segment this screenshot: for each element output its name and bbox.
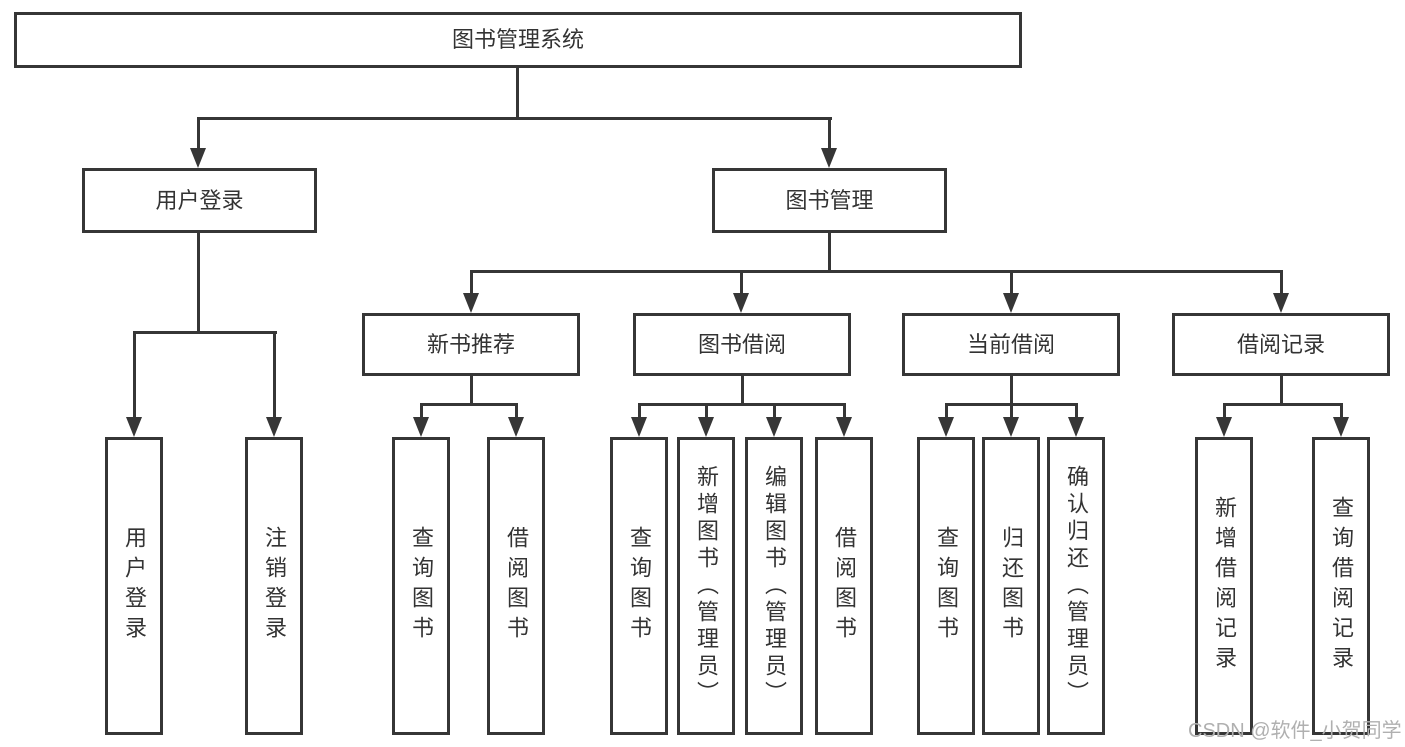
arrowhead-to-borrowing: [733, 293, 749, 313]
connector-newbooks-drop: [470, 376, 473, 403]
arrowhead-to-current: [1003, 293, 1019, 313]
connector-to-user-login: [197, 117, 200, 148]
node-borrowing-records: 借阅记录: [1172, 313, 1390, 376]
csdn-watermark: CSDN @软件_小贺同学: [1188, 720, 1402, 742]
connector-current-leaf3: [1075, 403, 1078, 417]
connector-root-drop: [516, 68, 519, 117]
connector-bookmgmt-split: [470, 270, 1283, 273]
leaf-add-books-admin-label: 新增图书（管理员）: [694, 464, 719, 708]
node-current-borrowing-label: 当前借阅: [966, 331, 1055, 357]
leaf-query-books-2: 查询图书: [610, 437, 668, 735]
connector-current-drop: [1010, 376, 1013, 403]
leaf-logout-label: 注销登录: [262, 526, 287, 646]
leaf-return-books-label: 归还图书: [999, 526, 1024, 646]
leaf-borrow-books-2: 借阅图书: [815, 437, 873, 735]
connector-newbooks-split: [420, 403, 518, 406]
arrowhead-to-user-login: [190, 148, 206, 168]
leaf-query-books-1-label: 查询图书: [409, 526, 434, 646]
connector-bookmgmt-drop: [828, 232, 831, 270]
arrowhead-current-leaf2: [1003, 417, 1019, 437]
leaf-borrow-books-2-label: 借阅图书: [832, 526, 857, 646]
leaf-user-login-label: 用户登录: [122, 526, 147, 646]
arrowhead-newbooks-leaf1: [413, 417, 429, 437]
leaf-add-borrow-record-label: 新增借阅记录: [1212, 496, 1237, 676]
arrowhead-newbooks-leaf2: [508, 417, 524, 437]
node-book-management-label: 图书管理: [785, 187, 874, 213]
leaf-confirm-return-admin-label: 确认归还（管理员）: [1064, 464, 1089, 708]
node-root-label: 图书管理系统: [451, 27, 584, 52]
connector-to-leaf-logout: [273, 331, 276, 417]
leaf-query-borrow-record-label: 查询借阅记录: [1329, 496, 1354, 676]
leaf-add-books-admin: 新增图书（管理员）: [677, 437, 735, 735]
connector-borrowing-leaf2: [705, 403, 708, 417]
connector-to-current: [1010, 270, 1013, 293]
connector-userlogin-split: [133, 331, 277, 334]
connector-records-split: [1223, 403, 1343, 406]
leaf-query-books-3: 查询图书: [917, 437, 975, 735]
connector-borrowing-drop: [741, 376, 744, 403]
leaf-query-books-1: 查询图书: [392, 437, 450, 735]
node-new-book-recommend-label: 新书推荐: [426, 331, 515, 357]
connector-borrowing-leaf4: [843, 403, 846, 417]
leaf-query-books-2-label: 查询图书: [627, 526, 652, 646]
connector-records-leaf1: [1223, 403, 1226, 417]
arrowhead-borrowing-leaf4: [836, 417, 852, 437]
leaf-logout: 注销登录: [245, 437, 303, 735]
node-user-login: 用户登录: [82, 168, 317, 233]
node-user-login-label: 用户登录: [155, 187, 244, 213]
arrowhead-to-leaf-login: [126, 417, 142, 437]
leaf-edit-books-admin: 编辑图书（管理员）: [745, 437, 803, 735]
connector-to-records: [1280, 270, 1283, 293]
arrowhead-borrowing-leaf3: [766, 417, 782, 437]
connector-to-leaf-login: [133, 331, 136, 417]
arrowhead-records-leaf1: [1216, 417, 1232, 437]
node-book-borrowing-label: 图书借阅: [697, 331, 786, 357]
node-root: 图书管理系统: [14, 12, 1022, 68]
leaf-add-borrow-record: 新增借阅记录: [1195, 437, 1253, 735]
arrowhead-current-leaf1: [938, 417, 954, 437]
connector-current-leaf2: [1010, 403, 1013, 417]
leaf-borrow-books-1-label: 借阅图书: [504, 526, 529, 646]
leaf-confirm-return-admin: 确认归还（管理员）: [1047, 437, 1105, 735]
leaf-query-borrow-record: 查询借阅记录: [1312, 437, 1370, 735]
node-book-management: 图书管理: [712, 168, 947, 233]
arrowhead-to-records: [1273, 293, 1289, 313]
leaf-borrow-books-1: 借阅图书: [487, 437, 545, 735]
connector-newbooks-leaf2: [515, 403, 518, 417]
connector-newbooks-leaf1: [420, 403, 423, 417]
node-borrowing-records-label: 借阅记录: [1236, 331, 1325, 357]
connector-userlogin-drop: [197, 232, 200, 331]
connector-borrowing-leaf1: [638, 403, 641, 417]
connector-to-new-books: [470, 270, 473, 293]
leaf-edit-books-admin-label: 编辑图书（管理员）: [762, 464, 787, 708]
node-current-borrowing: 当前借阅: [902, 313, 1120, 376]
node-new-book-recommend: 新书推荐: [362, 313, 580, 376]
connector-to-borrowing: [740, 270, 743, 293]
connector-root-split: [197, 117, 832, 120]
node-book-borrowing: 图书借阅: [633, 313, 851, 376]
arrowhead-borrowing-leaf2: [698, 417, 714, 437]
arrowhead-current-leaf3: [1068, 417, 1084, 437]
leaf-user-login: 用户登录: [105, 437, 163, 735]
arrowhead-to-new-books: [463, 293, 479, 313]
connector-current-leaf1: [945, 403, 948, 417]
connector-to-book-mgmt: [828, 117, 831, 148]
connector-borrowing-leaf3: [773, 403, 776, 417]
arrowhead-borrowing-leaf1: [631, 417, 647, 437]
connector-borrowing-split: [638, 403, 846, 406]
leaf-query-books-3-label: 查询图书: [934, 526, 959, 646]
leaf-return-books: 归还图书: [982, 437, 1040, 735]
arrowhead-to-leaf-logout: [266, 417, 282, 437]
connector-records-drop: [1280, 376, 1283, 403]
connector-records-leaf2: [1340, 403, 1343, 417]
arrowhead-to-book-mgmt: [821, 148, 837, 168]
arrowhead-records-leaf2: [1333, 417, 1349, 437]
